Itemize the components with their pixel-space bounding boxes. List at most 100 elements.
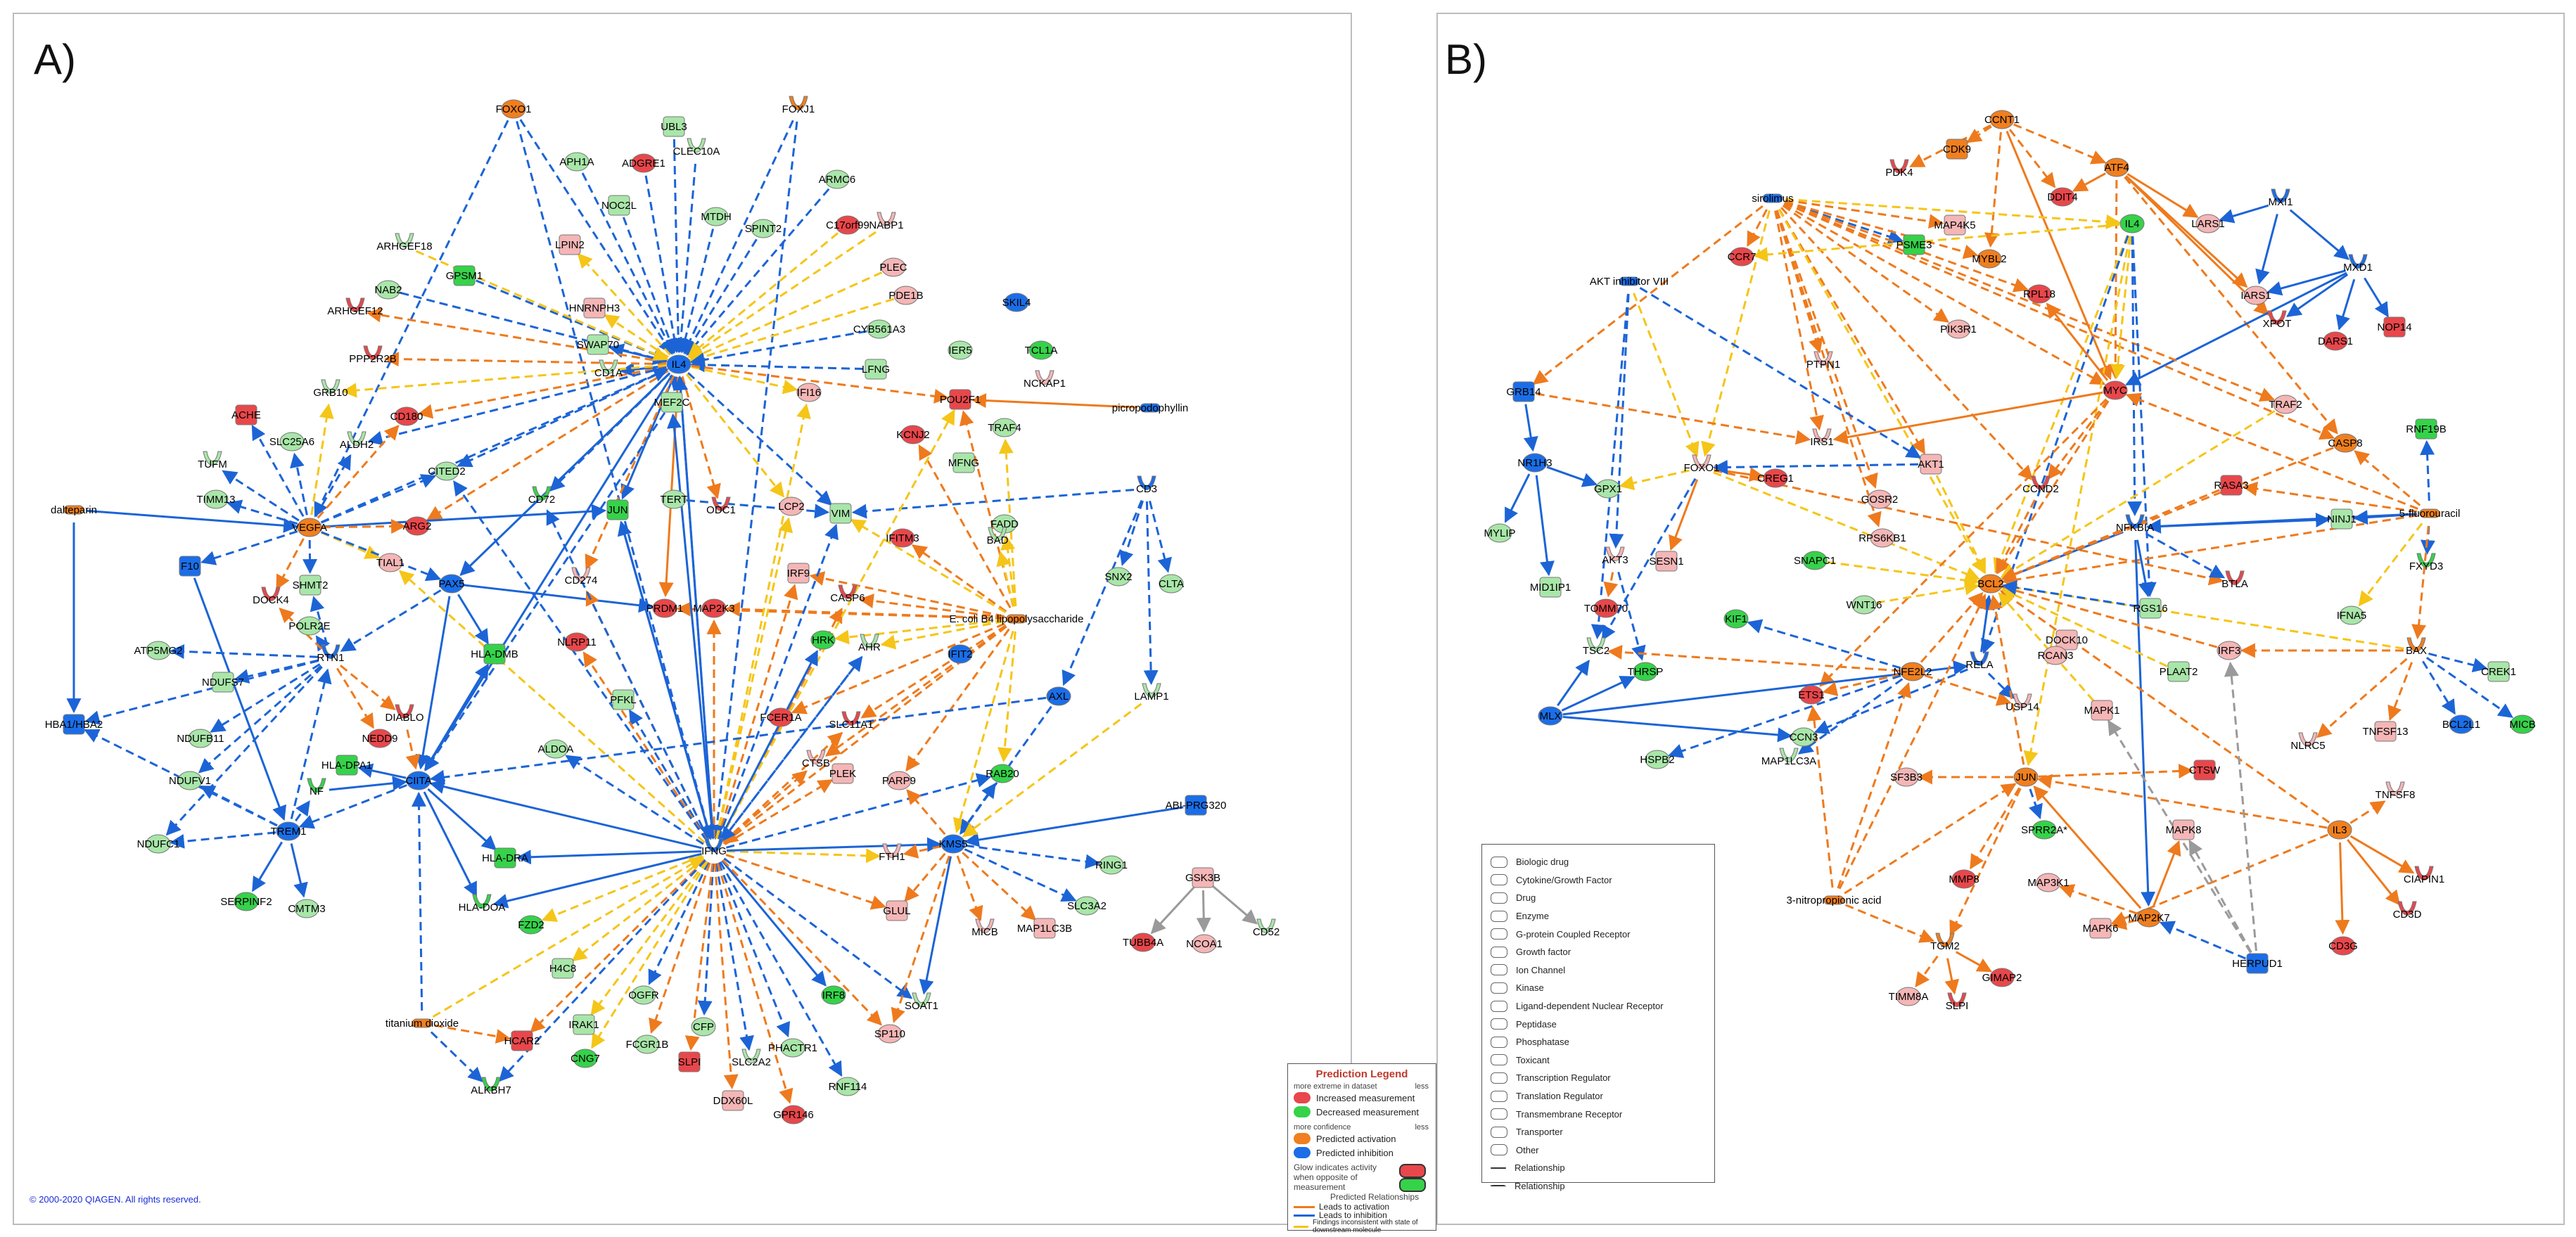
node-fth1[interactable]: FTH1 [879,843,905,863]
node-ifitm3[interactable]: IFITM3 [886,528,919,548]
node-polr2e[interactable]: POLR2E [288,616,331,636]
node-jun[interactable]: JUN [2013,767,2039,787]
node-ndufc1[interactable]: NDUFC1 [137,834,180,854]
node-ache[interactable]: ACHE [231,404,261,425]
node-nlrc5[interactable]: NLRC5 [2290,732,2326,752]
node-snapc1[interactable]: SNAPC1 [1794,551,1836,570]
node-ifi16[interactable]: IFI16 [796,383,822,402]
node-foxo1[interactable]: FOXO1 [1684,454,1720,474]
node-odc1[interactable]: ODC1 [706,496,736,516]
node-aldoa[interactable]: ALDOA [538,739,574,759]
node-akt1[interactable]: AKT1 [1918,454,1944,475]
node-cd1a[interactable]: CD1A [594,359,623,379]
node-cmtm3[interactable]: CMTM3 [288,899,326,918]
node-soat1[interactable]: SOAT1 [905,992,938,1012]
node-abi-prg320[interactable]: ABI-PRG320 [1166,795,1227,816]
node-rtn1[interactable]: RTN1 [317,644,345,664]
node-iars1[interactable]: IARS1 [2240,286,2271,305]
node-slc2a2[interactable]: SLC2A2 [732,1049,771,1068]
node-timm13[interactable]: TIMM13 [196,489,236,509]
node-mxd1[interactable]: MXD1 [2343,254,2373,274]
node-slpi[interactable]: SLPI [678,1051,701,1072]
node-hla-dmb[interactable]: HLA-DMB [471,643,518,665]
node-pik3r1[interactable]: PIK3R1 [1940,319,1977,339]
node-parp9[interactable]: PARP9 [882,771,916,790]
node-ciita[interactable]: CIITA [405,771,432,790]
node-mfng[interactable]: MFNG [948,452,979,473]
node-tufm[interactable]: TUFM [198,451,227,470]
node-pde1b[interactable]: PDE1B [888,286,924,305]
node-gosr2[interactable]: GOSR2 [1861,489,1899,509]
node-fxyd3[interactable]: FXYD3 [2409,553,2443,572]
node-map1lc3b[interactable]: MAP1LC3B [1017,918,1072,939]
node-snx2[interactable]: SNX2 [1104,567,1133,587]
node-nf[interactable]: NF [307,778,326,797]
node-grb10[interactable]: GRB10 [313,379,348,399]
node-timm8a[interactable]: TIMM8A [1889,987,1929,1006]
node-il4[interactable]: IL4 [666,354,691,374]
node-cng7[interactable]: CNG7 [570,1049,600,1068]
node-kif1[interactable]: KIF1 [1723,609,1749,629]
node-mylip[interactable]: MYLIP [1484,523,1516,543]
node-rgs16[interactable]: RGS16 [2133,598,2168,619]
node-nfkbia[interactable]: NFKBIA [2116,514,2154,534]
node-ring1[interactable]: RING1 [1095,855,1128,875]
node-cd180[interactable]: CD180 [390,406,423,426]
node-slc11a1[interactable]: SLC11A1 [829,711,874,731]
node-bcl2[interactable]: BCL2 [1977,574,2004,594]
node-nedd9[interactable]: NEDD9 [362,729,398,748]
node-cd3[interactable]: CD3 [1136,475,1157,495]
node-axl[interactable]: AXL [1046,686,1071,706]
node-lps[interactable]: E. coli B4 lipopolysaccharide [950,613,1084,625]
node-ddit4[interactable]: DDIT4 [2047,187,2078,207]
node-adgre1[interactable]: ADGRE1 [622,153,665,173]
node-bax[interactable]: BAX [2406,637,2427,657]
node-tial1[interactable]: TIAL1 [376,553,404,572]
node-pou2f1[interactable]: POU2F1 [940,389,981,410]
node-swap70[interactable]: SWAP70 [577,334,619,355]
node-lamp1[interactable]: LAMP1 [1134,683,1169,703]
node-nab2[interactable]: NAB2 [374,280,402,300]
node-rasa3[interactable]: RASA3 [2214,475,2249,496]
node-nop14[interactable]: NOP14 [2377,316,2412,338]
node-nabp1[interactable]: NABP1 [869,212,904,231]
node-arhgef18[interactable]: ARHGEF18 [376,233,433,252]
node-nr1h3[interactable]: NR1H3 [1517,453,1552,473]
node-thrsp[interactable]: THRSP [1628,662,1664,681]
node-mef2c[interactable]: MEF2C [654,392,690,413]
node-mlx[interactable]: MLX [1538,706,1563,726]
node-3-nitropropionic-acid[interactable]: 3-nitropropionic acid [1786,895,1881,906]
node-plaat2[interactable]: PLAAT2 [2160,661,2198,682]
node-trem1[interactable]: TREM1 [271,821,307,841]
node-pfkl[interactable]: PFKL [610,689,637,710]
node-pdk4[interactable]: PDK4 [1885,159,1913,179]
node-clta[interactable]: CLTA [1159,574,1184,594]
node-psme3[interactable]: PSME3 [1896,234,1932,255]
node-gpsm1[interactable]: GPSM1 [446,265,483,286]
node-fcgr1b[interactable]: FCGR1B [626,1034,669,1054]
node-clec10a[interactable]: CLEC10A [673,138,720,158]
node-mtdh[interactable]: MTDH [701,207,732,226]
node-mapk1[interactable]: MAPK1 [2084,700,2120,721]
node-vegfa[interactable]: VEGFA [292,518,327,537]
node-prdm1[interactable]: PRDM1 [646,598,684,618]
node-aldh2[interactable]: ALDH2 [340,431,374,451]
node-tcl1a[interactable]: TCL1A [1025,340,1058,360]
node-herpud1[interactable]: HERPUD1 [2232,953,2283,974]
node-micb[interactable]: MICB [971,918,998,938]
node-grb14[interactable]: GRB14 [1506,381,1541,402]
node-dalteparin[interactable]: dalteparin [51,504,97,516]
node-map4k5[interactable]: MAP4K5 [1934,214,1976,236]
node-glul[interactable]: GLUL [883,900,911,921]
node-akt-inhibitor-viii[interactable]: AKT inhibitor VIII [1590,276,1669,288]
node-hba1-hba2[interactable]: HBA1/HBA2 [45,714,103,735]
node-atp5mg2[interactable]: ATP5MG2 [134,641,183,660]
node-rcan3[interactable]: RCAN3 [2038,646,2074,665]
node-sp110[interactable]: SP110 [874,1024,905,1044]
node-mid1ip1[interactable]: MID1IP1 [1530,577,1571,598]
node-ndufs7[interactable]: NDUFS7 [202,672,244,693]
node-ndufb11[interactable]: NDUFB11 [177,729,224,748]
node-tnfsf13[interactable]: TNFSF13 [2362,721,2409,742]
node-sf3b3[interactable]: SF3B3 [1890,767,1923,787]
node-f10[interactable]: F10 [179,556,201,577]
